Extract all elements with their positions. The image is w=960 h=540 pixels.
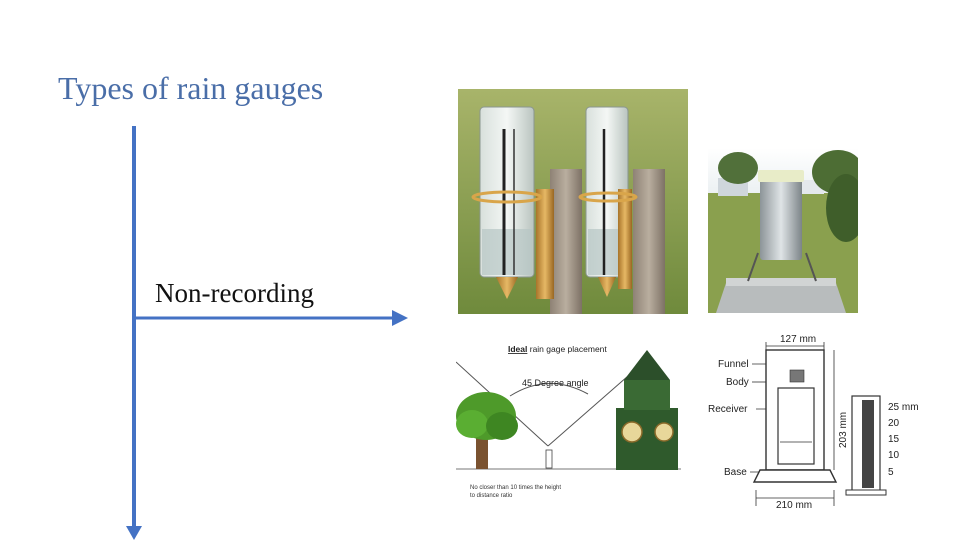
vertical-arrow-head [126,526,142,540]
scale-label: 10 [888,450,900,461]
horizontal-arrow-head [392,310,408,326]
placement-heading-ideal: Ideal [508,344,527,354]
footnote-line-1: No closer than 10 times the height [470,485,561,491]
footnote-line-2: to distance ratio [470,493,513,499]
angle-label: 45 Degree angle [522,378,589,388]
top-dim-label: 127 mm [780,334,816,345]
scale-label: 5 [888,467,894,478]
funnel-label: Funnel [718,359,749,370]
gauge-section-diagram: 127 mm Funnel Body Receiver Base 203 mm … [708,334,919,511]
body-label: Body [726,377,749,388]
slide-title: Types of rain gauges [58,70,324,106]
base-label: Base [724,467,747,478]
bottom-dim-label: 210 mm [776,500,812,511]
receiver-label: Receiver [708,404,748,415]
scale-labels: 25 mm 20 15 10 5 [888,402,919,478]
scale-label: 25 mm [888,402,919,413]
height-dim-label: 203 mm [838,412,849,448]
scale-label: 20 [888,418,900,429]
standard-gauge-photo [708,148,858,313]
cylinder-gauges-photo [458,89,688,314]
placement-diagram: Ideal rain gage placement 45 Degree angl… [456,344,681,499]
scale-label: 15 [888,434,900,445]
placement-heading-rest: rain gage placement [527,344,607,354]
non-recording-label: Non-recording [155,278,314,308]
placement-heading: Ideal rain gage placement [508,344,607,354]
